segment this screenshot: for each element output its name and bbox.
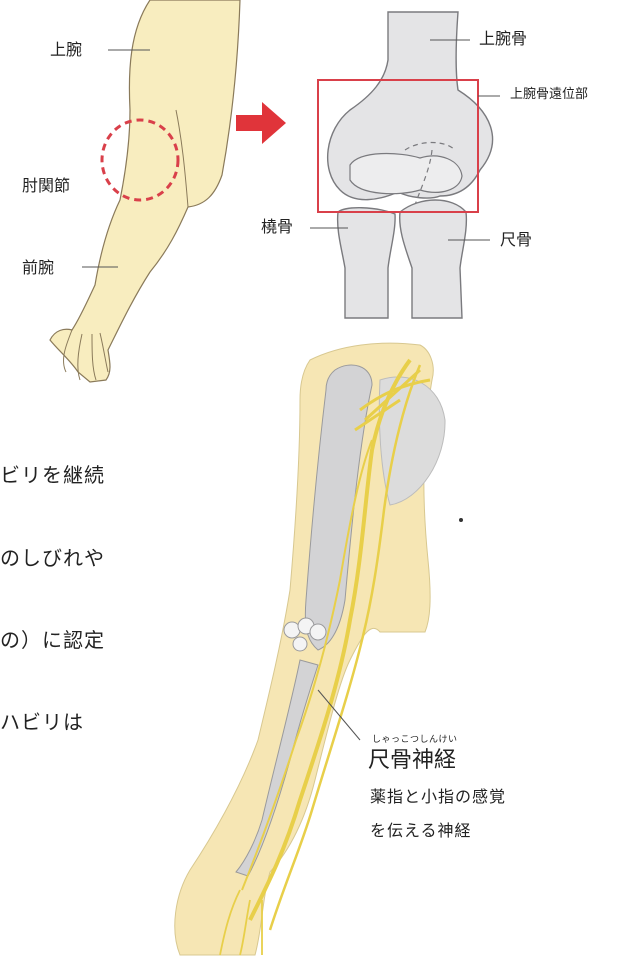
label-distal-humerus: 上腕骨遠位部: [510, 88, 588, 101]
nerve-illustration: [175, 343, 463, 955]
label-upper-arm: 上腕: [50, 42, 82, 58]
nerve-caption-line-1: 薬指と小指の感覚: [370, 789, 506, 805]
body-text-line-2: のしびれや: [0, 548, 105, 568]
humerus-condyle-detail: [350, 154, 462, 194]
label-ulna: 尺骨: [500, 232, 532, 248]
nerve-ruby: しゃっこつしんけい: [372, 736, 458, 745]
label-radius: 橈骨: [261, 219, 293, 235]
body-text-line-4: ハビリは: [0, 712, 84, 732]
direction-arrow: [236, 102, 286, 144]
nerve-caption-line-2: を伝える神経: [370, 823, 472, 839]
body-text-line-1: ビリを継続: [0, 465, 105, 485]
label-elbow-joint: 肘関節: [22, 178, 70, 194]
body-text-line-3: の）に認定: [0, 630, 105, 650]
stray-dot: [459, 518, 463, 522]
label-forearm: 前腕: [22, 260, 54, 276]
radius-bone: [338, 208, 396, 318]
bone-illustration: [310, 12, 500, 318]
ulna-bone: [400, 200, 467, 318]
label-humerus: 上腕骨: [479, 31, 527, 47]
nerve-title: 尺骨神経: [368, 750, 456, 772]
